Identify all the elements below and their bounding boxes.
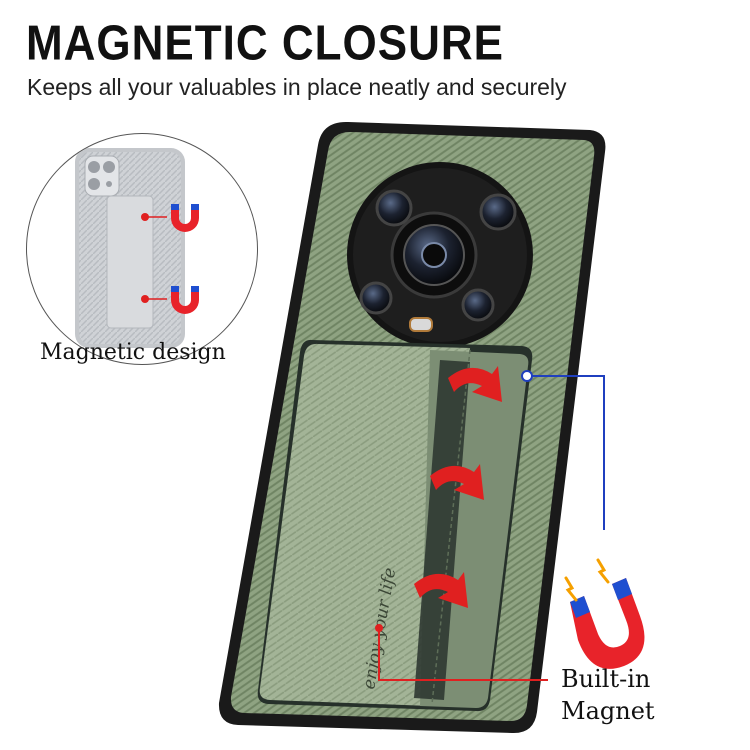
card-holder xyxy=(257,339,533,712)
magnet-point-marker xyxy=(521,370,533,382)
magnetic-design-caption: Magnetic design xyxy=(40,340,226,365)
page-subtitle: Keeps all your valuables in place neatly… xyxy=(27,74,567,100)
magnetic-design-inset xyxy=(26,133,258,365)
red-arrow-icon xyxy=(448,366,502,402)
caption-line-1: Built-in xyxy=(561,665,651,693)
caption-line-2: Magnet xyxy=(561,697,655,725)
magnet-icon xyxy=(171,204,199,232)
camera-module xyxy=(347,162,533,348)
red-arrow-icon xyxy=(414,572,468,608)
red-arrow-icon xyxy=(430,464,484,500)
red-leader-line xyxy=(378,628,548,681)
blue-leader-line xyxy=(532,375,605,530)
magnet-icon xyxy=(171,286,199,314)
inset-illustration xyxy=(75,148,199,348)
page-title: MAGNETIC CLOSURE xyxy=(26,16,504,71)
horseshoe-magnet-icon xyxy=(564,558,645,669)
built-in-magnet-caption: Built-in Magnet xyxy=(561,663,655,727)
